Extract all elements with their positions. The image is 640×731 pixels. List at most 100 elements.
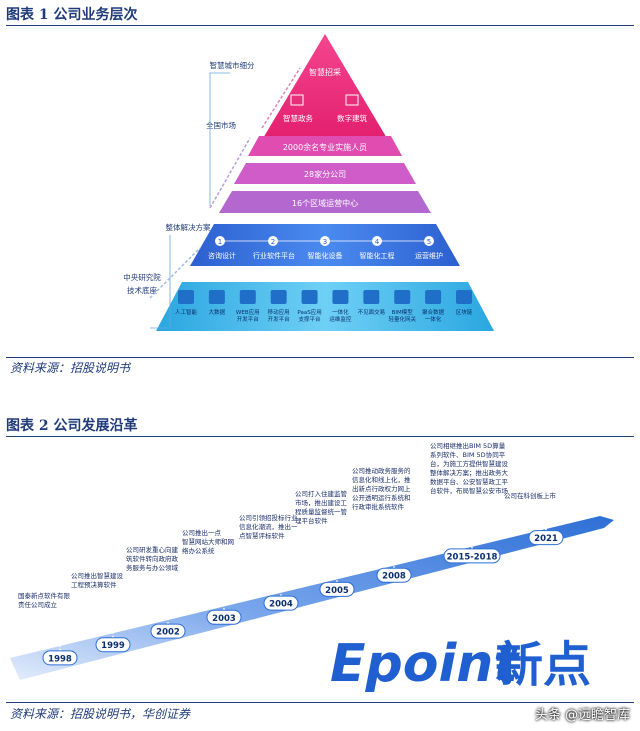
- year-label: 2005: [325, 586, 349, 596]
- year-label: 1998: [48, 654, 72, 664]
- solution-num: 1: [218, 238, 222, 246]
- solution-num: 3: [323, 238, 327, 246]
- logo-cn: 新点: [495, 637, 591, 693]
- tech-label: 一体化: [332, 308, 349, 316]
- year-label: 2002: [156, 628, 180, 638]
- left-label: 智慧城市细分: [210, 60, 255, 70]
- year-label: 2003: [212, 614, 236, 624]
- tech-icon: [456, 290, 472, 304]
- tech-label: 开发平台: [268, 315, 291, 323]
- figure2-title: 图表 2 公司发展沿革: [6, 418, 138, 434]
- year-pill: [42, 650, 78, 666]
- tech-label: 运维监控: [329, 315, 352, 323]
- tier-label: 16个区域运营中心: [292, 198, 358, 208]
- solution-label: 智能化设备: [308, 251, 343, 260]
- watermark: 头条 @远瞻智库: [534, 708, 630, 723]
- year-pill: [95, 637, 131, 653]
- timeline-note: 理平台软件: [295, 516, 328, 525]
- solution-num: 5: [427, 238, 431, 246]
- timeline-note: 责任公司成立: [18, 600, 58, 609]
- year-label: 2021: [534, 534, 558, 544]
- tech-icon: [301, 290, 318, 304]
- timeline-ticks: [59, 458, 547, 651]
- solution-num-circle: [372, 236, 382, 246]
- figure2-rule: [6, 436, 634, 437]
- year-pill: [443, 548, 501, 564]
- tech-label: 区块链: [456, 308, 473, 316]
- timeline-note: 智慧网站大师和网: [182, 537, 234, 546]
- timeline-note: 信息化潮流，推出一: [239, 522, 298, 531]
- arrow-line: [261, 67, 301, 129]
- year-pill: [150, 623, 186, 639]
- solution-label: 智能化工程: [360, 251, 395, 260]
- tech-label: 大数据: [209, 308, 226, 316]
- left-label: 技术底座: [127, 285, 157, 295]
- year-label: 2004: [269, 600, 293, 610]
- tech-label: 轻量化网关: [388, 315, 416, 323]
- pyramid-diagram: 智慧招采 智慧政务 数字建筑 2000余名专业实施人员 28家分公司 16个区域…: [123, 34, 494, 331]
- tech-label: 聚合数据: [422, 308, 445, 316]
- tier-band: [234, 163, 416, 184]
- solution-num-circle: [268, 236, 278, 246]
- timeline-note: 络办公系统: [182, 546, 215, 555]
- tech-icon: [363, 290, 380, 304]
- timeline-note: 台，为施工方提供智慧建设: [430, 459, 509, 468]
- timeline-note: 台软件，布局智慧公安市场: [430, 486, 509, 495]
- year-label: 2015-2018: [447, 552, 498, 562]
- timeline-note: 程质量监督统一管: [295, 507, 348, 516]
- government-icon: [290, 94, 304, 106]
- left-label: 全国市场: [206, 120, 236, 130]
- timeline-note: 市场，推出建设工: [295, 498, 348, 507]
- arrow-line: [209, 137, 251, 209]
- tech-icon: [332, 290, 349, 304]
- tier-label: 28家分公司: [304, 169, 346, 179]
- left-label: 中央研究院: [123, 272, 161, 282]
- tech-icon: [394, 290, 411, 304]
- timeline-years: 19981999200220032004200520082015-2018202…: [42, 530, 564, 666]
- tech-icons: [178, 290, 472, 304]
- arrow-line: [149, 247, 201, 299]
- timeline-note: 公司打入住建监管: [295, 489, 348, 498]
- tier-label: 2000余名专业实施人员: [283, 142, 367, 152]
- apex-label: 智慧招采: [309, 67, 341, 77]
- timeline-note: 信息化和线上化，推: [352, 475, 411, 484]
- timeline-note: 公司推动政务服务的: [352, 466, 411, 475]
- building-chart-icon: [345, 94, 359, 106]
- tech-icon: [239, 290, 256, 304]
- tech-label: 支撑平台: [299, 315, 322, 323]
- timeline-diagram: 19981999200220032004200520082015-2018202…: [10, 441, 614, 694]
- tech-icon: [425, 290, 442, 304]
- solution-num: 2: [271, 238, 275, 246]
- timeline-note: 公司引领招投标行业: [239, 513, 298, 522]
- tech-icon: [270, 290, 287, 304]
- tech-label: 一体化: [425, 315, 442, 323]
- solution-label: 运营维护: [415, 251, 443, 260]
- figure2-source-rule: [6, 702, 634, 703]
- tech-label: PaaS应用: [297, 308, 321, 316]
- timeline-note: 出新点行政权力网上: [352, 484, 411, 493]
- figure1-rule: [6, 25, 634, 26]
- timeline-note: 系列软件、BIM 5D协同平: [430, 450, 506, 459]
- timeline-note: 数据平台、公安智慧政工平: [430, 477, 509, 486]
- timeline-note: 国泰新点软件有限: [18, 591, 71, 600]
- solution-num: 4: [375, 238, 380, 246]
- tech-band: [156, 282, 494, 331]
- timeline-note: 公司在科创板上市: [504, 491, 557, 500]
- timeline-note: 务服务与办公领域: [126, 563, 179, 572]
- year-label: 2008: [382, 572, 406, 582]
- timeline-note: 行政审批系统软件: [352, 502, 405, 511]
- solution-num-circle: [215, 236, 225, 246]
- apex-sub-left: 智慧政务: [283, 113, 313, 123]
- year-pill: [528, 530, 564, 546]
- solution-num-circle: [320, 236, 330, 246]
- timeline-note: 筑软件转向政府政: [126, 554, 179, 563]
- tech-label: 开发平台: [237, 315, 260, 323]
- left-label: 整体解决方案: [166, 222, 211, 232]
- solution-num-circle: [424, 236, 434, 246]
- timeline-note: 整体解决方案；推出政务大: [430, 468, 509, 477]
- timeline-note: 点智慧评标软件: [239, 531, 285, 540]
- timeline-note: 公司相继推出BIM 5D算量: [430, 441, 506, 450]
- tech-label: 不见面交易: [358, 308, 386, 316]
- tech-label: BIM模型: [392, 308, 414, 316]
